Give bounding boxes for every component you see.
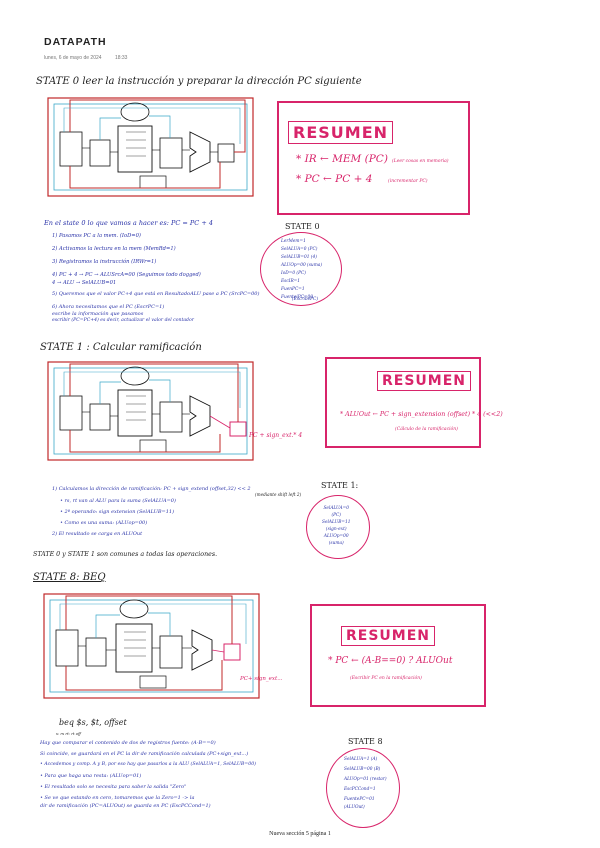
sig1-1: (PC) <box>331 513 341 518</box>
sig0-6: FuenPC=1 <box>281 287 305 292</box>
state8-steps: Hay que comparar el contenido de dos de … <box>40 740 256 811</box>
step-0-5: 5) Queremos que el valor PC+4 que está e… <box>52 291 260 297</box>
page-title: DATAPATH <box>44 36 107 48</box>
resumen-label-state0: RESUMEN <box>288 121 394 144</box>
state8-label: STATE 8 <box>348 737 383 746</box>
state0-label: STATE 0 <box>285 222 320 231</box>
state1-step-note: (mediante shift left 2) <box>255 492 302 497</box>
step-8-5: • El resultado solo se necesita para sab… <box>40 784 187 790</box>
sig1-0: SelALUA=0 <box>323 506 349 511</box>
state0-signals: LerMem=1 SelALUA=0 (PC) SelALUB=01 (4) A… <box>281 238 322 302</box>
step-0-6b: escribe la información que pasamos <box>52 311 144 317</box>
common-states-note: STATE 0 y STATE 1 son comunes a todas la… <box>33 551 218 558</box>
resumen8-line1: * PC ← (A-B==0) ? ALUOut <box>328 656 453 666</box>
state0-intro: En el state 0 lo que vamos a hacer es: P… <box>44 219 213 227</box>
resumen-box-state0 <box>277 101 470 215</box>
step-0-2: 2) Activamos la lectura en la mem (MemRd… <box>52 246 176 252</box>
state8-heading: STATE 8: BEQ <box>33 572 106 583</box>
step-8-3: • Accedemos y comp. A y B, por eso hay q… <box>40 762 257 767</box>
resumen-box-state1 <box>325 357 481 448</box>
step-8-4: • Para que haga una resta: (ALUop=01) <box>40 773 142 779</box>
sig1-4: ALUOp=00 <box>323 534 349 539</box>
state0-steps: 1) Pasamos PC a la mem. (IoD=0) 2) Activ… <box>52 233 259 325</box>
resumen0-line2-note: (incrementar PC) <box>388 179 428 184</box>
page-footer: Nueva sección 5 página 1 <box>269 831 331 837</box>
datapath-diagram-state8 <box>43 593 260 699</box>
sig1-5: (suma) <box>328 541 344 546</box>
state8-signals: SelALUA=1 (A) SelALUB=00 (B) ALUOp=01 (r… <box>344 755 387 811</box>
date-text: lunes, 6 de mayo de 2024 <box>44 55 102 61</box>
step-1-3: • 2º operando: sign extension (SelALUB=1… <box>60 509 175 515</box>
step-0-3: 3) Registramos la instrucción (IRWr=1) <box>52 259 157 265</box>
step-1-1: 1) Calculamos la dirección de ramificaci… <box>52 486 251 492</box>
step-8-6: • Se ve que estando en cero, tomaremos q… <box>40 795 195 801</box>
step-0-6: 6) Ahora necesitamos que el PC (EscrPC=1… <box>52 304 165 310</box>
sig8-4: FuentePC=01 <box>344 797 375 802</box>
resumen1-line1: * ALUOut ← PC + sign_extension (offset) … <box>340 411 503 418</box>
step-0-6c: escribir (PC=PC+4) es decir, actualizar … <box>52 318 194 323</box>
sig8-5: (ALUOut) <box>344 805 365 810</box>
step-0-4b: 4 → ALU → SelALUB=01 <box>52 280 117 286</box>
sig8-2: ALUOp=01 (restar) <box>344 777 387 782</box>
state1-heading: STATE 1 : Calcular ramificación <box>40 342 202 353</box>
resumen-label-state1: RESUMEN <box>377 371 472 391</box>
resumen0-line2: * PC ← PC + 4 <box>296 173 373 185</box>
step-8-1: Hay que comparar el contenido de dos de … <box>40 740 216 746</box>
datapath-diagram-state1 <box>47 361 254 461</box>
sig0-5: EscIR=1 <box>281 279 301 284</box>
sig0-0: LerMem=1 <box>281 239 306 244</box>
resumen-box-state8 <box>310 604 486 707</box>
state1-annotation: PC + sign_ext.* 4 <box>249 432 303 439</box>
sig0-7: FuenteiPC=00 <box>281 295 313 300</box>
resumen0-line1-note: (Leer cosas en memoria) <box>392 159 449 164</box>
state1-label: STATE 1: <box>321 481 359 490</box>
step-0-1: 1) Pasamos PC a la mem. (IoD=0) <box>52 233 141 239</box>
page-date: lunes, 6 de mayo de 2024 18:33 <box>44 55 139 61</box>
time-text: 18:33 <box>114 55 128 61</box>
step-1-5: 2) El resultado se carga en ALUOut <box>52 531 143 537</box>
beq-fields: s: rs rt: rt off <box>56 731 81 736</box>
resumen1-line1-note: (Cálculo de la ramificación) <box>395 427 458 432</box>
sig1-2: SelALUB=11 <box>322 520 351 525</box>
state0-heading: STATE 0 leer la instrucción y preparar l… <box>36 76 362 87</box>
resumen0-line1: * IR ← MEM (PC) <box>296 153 388 165</box>
datapath-diagram-state0 <box>47 97 254 197</box>
sig8-1: SelALUB=00 (B) <box>344 767 381 772</box>
resumen-label-state8: RESUMEN <box>341 626 436 646</box>
beq-instruction: beq $s, $t, offset <box>59 718 127 727</box>
sig0-8: (EscribePC) <box>292 297 319 302</box>
sig0-3: ALUOp=00 (suma) <box>281 263 323 268</box>
state8-signals-circle <box>326 748 400 828</box>
step-1-4: • Como es una suma: (ALUop=00) <box>60 520 148 526</box>
state1-signals-circle <box>306 495 370 559</box>
state1-steps: 1) Calculamos la dirección de ramificaci… <box>52 486 251 542</box>
sig1-3: (sign-ext) <box>325 527 347 532</box>
step-1-2: • rs, rt van al ALU para la suma (SelALU… <box>60 498 176 504</box>
sig0-1: SelALUA=0 (PC) <box>281 247 318 252</box>
state0-signals-circle <box>260 232 342 306</box>
step-0-4: 4) PC + 4 → PC → ALUSrcA=00 (Seguimos to… <box>52 272 201 278</box>
sig8-0: SelALUA=1 (A) <box>344 757 378 762</box>
sig0-4: IoD=0 (PC) <box>281 271 306 276</box>
step-8-2: Si coincide, se guardará en el PC la dir… <box>40 751 249 757</box>
state8-annotation: PC+ sign_ext... <box>240 676 283 682</box>
sig0-2: SelALUB=01 (4) <box>281 255 317 260</box>
sig8-3: EscPCCond=1 <box>344 787 376 792</box>
resumen8-line1-note: (Escribir PC en la ramificación) <box>350 676 422 681</box>
step-8-7: dir de ramificación (PC=ALUOut) se guard… <box>40 803 211 809</box>
state1-signals: SelALUA=0 (PC) SelALUB=11 (sign-ext) ALU… <box>322 505 350 547</box>
